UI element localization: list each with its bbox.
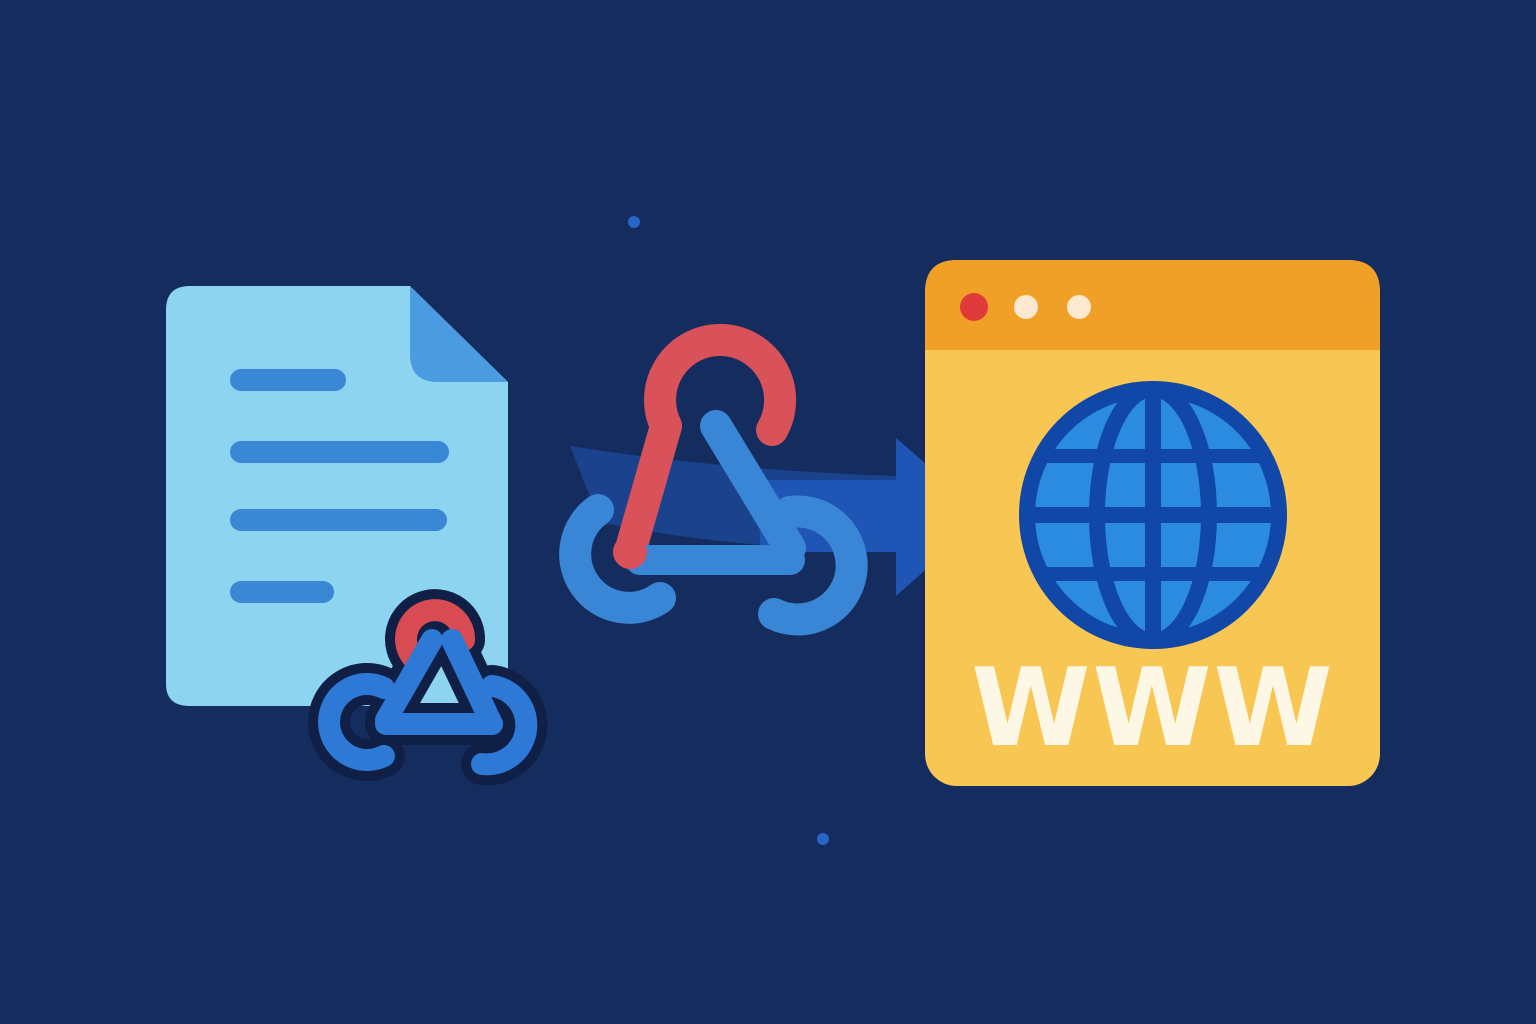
sparkle-dot-bottom bbox=[817, 833, 829, 845]
www-label: WWW bbox=[971, 646, 1334, 771]
browser-close-dot bbox=[960, 293, 988, 321]
webhook-badge-icon bbox=[308, 589, 548, 786]
sparkle-dot-top bbox=[628, 216, 640, 228]
browser-titlebar bbox=[925, 260, 1380, 350]
document-fold bbox=[410, 286, 508, 382]
browser-maximize-dot bbox=[1067, 295, 1091, 319]
document-lines bbox=[230, 369, 449, 603]
webhook-center-icon bbox=[559, 323, 868, 636]
globe-icon bbox=[1019, 381, 1287, 649]
browser-window-icon: WWW bbox=[925, 260, 1380, 786]
browser-minimize-dot bbox=[1014, 295, 1038, 319]
